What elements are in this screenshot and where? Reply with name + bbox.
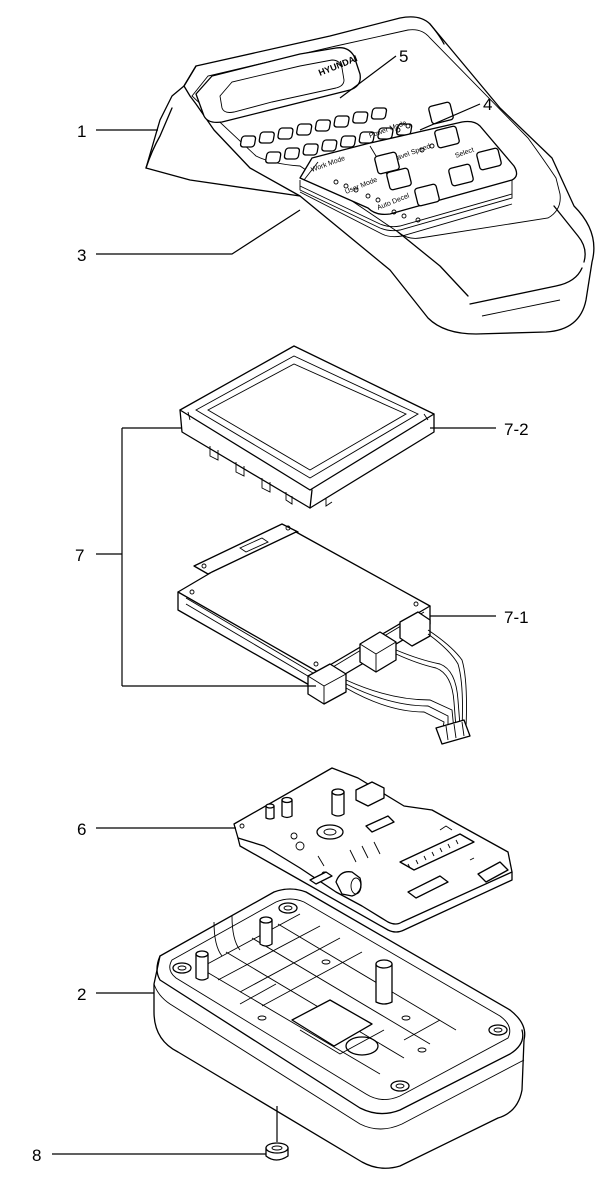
callout-5: 5 <box>399 47 408 66</box>
part-2-rear-case <box>153 888 526 1169</box>
callout-1: 1 <box>77 122 86 141</box>
part-7-2-lcd-frame <box>179 345 435 509</box>
callout-2: 2 <box>77 985 86 1004</box>
part-7-1-lcd-module <box>177 523 471 745</box>
callout-7: 7 <box>75 546 84 565</box>
callout-labels: 1 5 4 3 7-2 7 7-1 6 2 8 <box>32 47 529 1165</box>
callout-8: 8 <box>32 1146 41 1165</box>
callout-6: 6 <box>77 820 86 839</box>
keypad-buttons <box>239 107 413 164</box>
display-window: HYUNDAI <box>195 47 361 124</box>
callout-7-1: 7-1 <box>504 608 529 627</box>
part-8-foot <box>265 1142 289 1161</box>
callout-4: 4 <box>483 95 492 114</box>
callout-3: 3 <box>77 246 86 265</box>
callout-7-2: 7-2 <box>504 420 529 439</box>
leader-lines <box>52 55 496 1155</box>
part-6-pcb <box>233 767 513 933</box>
